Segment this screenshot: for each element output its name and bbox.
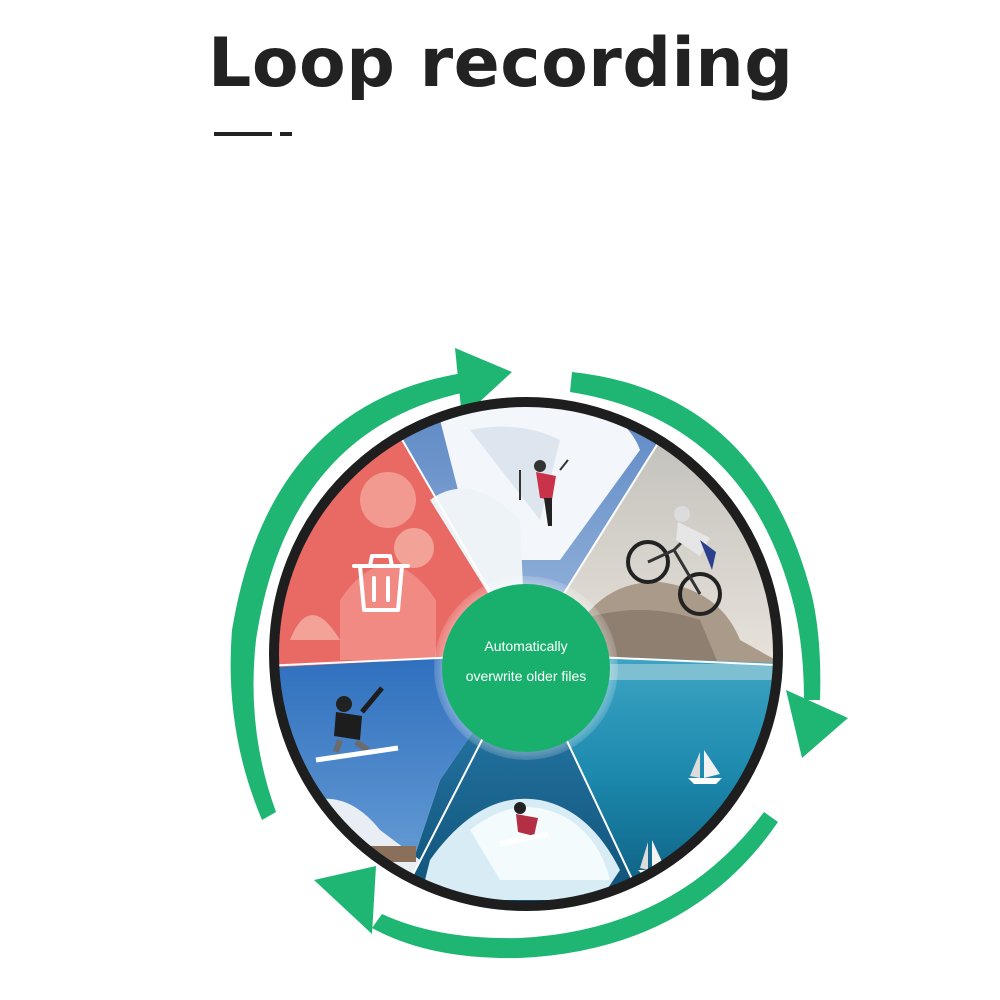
segment-surfing-photo: [400, 654, 640, 906]
arrow-right-arc-icon: [570, 372, 821, 700]
skier-figure: [519, 459, 569, 526]
page-title: Loop recording: [208, 24, 794, 103]
arrow-left-arc-icon: [230, 372, 470, 820]
arrow-bottom-head-icon: [314, 866, 376, 934]
arrow-bottom-arc-icon: [372, 812, 778, 959]
snowboarder-figure: [315, 686, 399, 763]
center-label: Automatically overwrite older files: [442, 630, 610, 684]
cyclist-figure: [626, 506, 722, 616]
center-badge: [442, 584, 610, 752]
wheel-rim: [269, 397, 783, 911]
center-label-line-2: overwrite older files: [465, 668, 587, 684]
surfer-figure: [499, 802, 549, 847]
arrow-right-head-icon: [786, 690, 848, 758]
sailboat-figure: [688, 750, 722, 784]
center-label-line-1: Automatically: [484, 638, 568, 654]
trash-icon: [352, 554, 410, 612]
loop-arrows: [230, 348, 848, 959]
title-underline-dot: [280, 132, 292, 136]
title-underline: [214, 132, 272, 136]
arrow-top-head-icon: [455, 348, 512, 418]
